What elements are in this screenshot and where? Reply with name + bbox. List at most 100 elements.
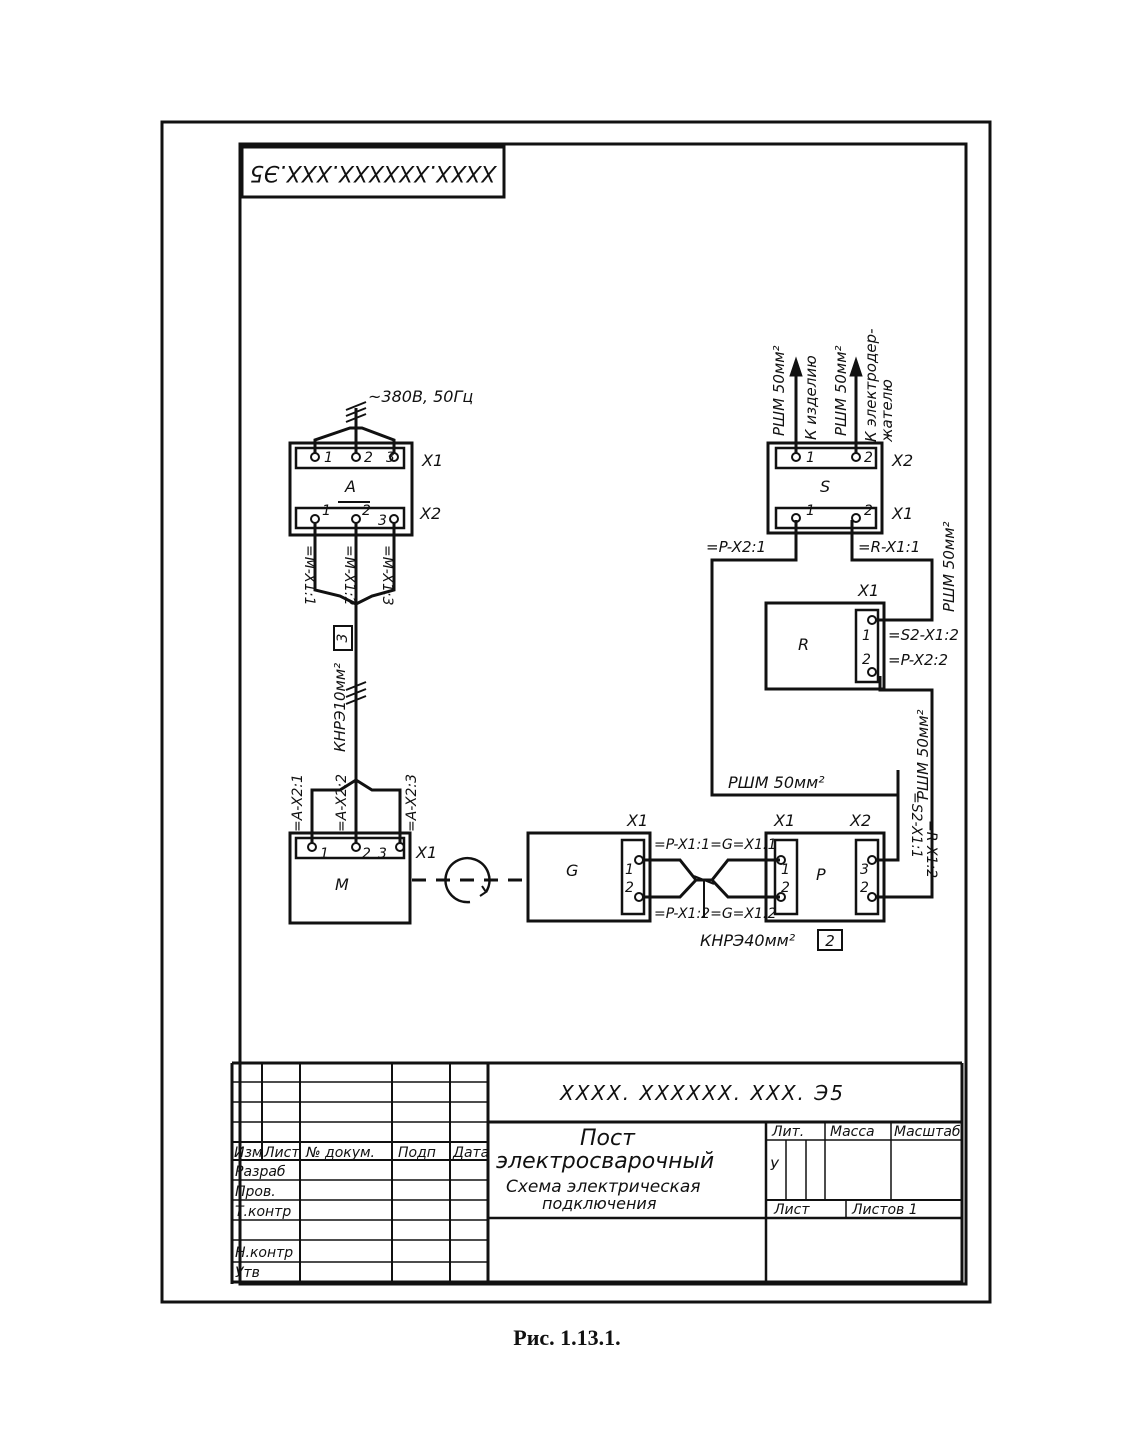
cable-g-p <box>643 858 780 918</box>
block-a-x1-label: X1 <box>421 451 443 470</box>
title-row-utv: Утв <box>235 1265 260 1281</box>
wire-label-r-x1-2: =R-X1:2 <box>923 820 939 878</box>
wire-label-g-p-1: =P-X1:1=G=X1:1 <box>654 837 777 853</box>
title-lit: Лит. <box>771 1124 804 1140</box>
title-lit-value: У <box>770 1158 780 1174</box>
cable-gp-ref-box <box>817 929 843 951</box>
title-massa: Масса <box>830 1124 875 1140</box>
block-g-pin-2: 2 <box>625 880 634 896</box>
title-row-tkontr: Т.контр <box>235 1204 291 1220</box>
block-m-x1-label: X1 <box>415 843 437 862</box>
block-g-x1-label: X1 <box>626 811 648 830</box>
title-col-izm: Изм <box>234 1145 263 1161</box>
title-row-prov: Пров. <box>235 1184 276 1200</box>
block-s-x2-label: X2 <box>891 451 913 470</box>
block-m <box>288 831 412 925</box>
wire-label-a-x2-1: =A-X2:1 <box>290 774 306 832</box>
cable-am-ref: 3 <box>335 634 351 643</box>
output-el-cable: РШМ 50мм² <box>832 345 850 436</box>
cable-am-ref-box <box>333 625 353 651</box>
wires-s-r <box>710 520 934 797</box>
wire-label-m-x1-3: =M-X1:3 <box>379 545 395 605</box>
block-a-x2-label: X2 <box>419 504 441 523</box>
block-p-x1-label: X1 <box>773 811 795 830</box>
wire-label-s2-x1-2: =S2-X1:2 <box>888 626 959 644</box>
title-block-grid <box>230 1061 964 1284</box>
top-stamp-code: XXXX.XXXXXX.XXX.Э5 <box>250 160 497 185</box>
block-a-name: A <box>344 477 356 496</box>
block-s-pin-bottom-2: 2 <box>864 503 873 519</box>
wire-label-p-x2-2: =P-X2:2 <box>888 651 948 669</box>
output-izd-dest: К изделию <box>802 355 820 440</box>
block-r-pin-1: 1 <box>862 628 871 644</box>
title-name-line1: Пост <box>580 1126 636 1151</box>
cable-rshm-right-mid: РШМ 50мм² <box>914 709 932 800</box>
title-col-docnum: № докум. <box>305 1145 375 1161</box>
power-input-wires <box>313 401 396 453</box>
wire-label-m-x1-2: =M-X1:2 <box>341 545 357 606</box>
wire-label-r-x1-1: =R-X1:1 <box>858 538 920 556</box>
wire-label-g-p-2: =P-X1:2=G=X1:2 <box>654 906 777 922</box>
block-a-pin-bottom-1: 1 <box>322 503 331 519</box>
title-col-list: Лист <box>263 1145 300 1161</box>
title-doc-code: XXXX. XXXXXX. XXX. Э5 <box>559 1081 845 1105</box>
block-g-name: G <box>566 861 578 880</box>
wire-label-a-x2-3: =A-X2:3 <box>404 774 420 832</box>
block-m-name: M <box>335 875 349 894</box>
title-col-podp: Подп <box>398 1145 436 1161</box>
output-el-dest-1: К электродер- <box>862 329 880 443</box>
block-r-x1-label: X1 <box>857 581 879 600</box>
title-type-line1: Схема электрическая <box>506 1177 700 1197</box>
block-p-x1-pin-2: 2 <box>781 880 790 896</box>
s-output-arrows <box>789 356 863 453</box>
title-type-line2: подключения <box>542 1194 657 1213</box>
cable-a-m <box>310 523 402 843</box>
inner-frame <box>238 142 968 1286</box>
block-p-x2-label: X2 <box>849 811 871 830</box>
block-s-pin-top-1: 1 <box>806 450 815 466</box>
mechanical-coupling <box>412 856 528 904</box>
block-a-pin-bottom-2: 2 <box>362 503 371 519</box>
block-p-x1-pin-1: 1 <box>781 862 790 878</box>
title-row-razrab: Разраб <box>235 1164 286 1180</box>
wire-label-s2-x1-1: =S2-X1:1 <box>908 792 924 858</box>
cable-rshm-right-top: РШМ 50мм² <box>940 521 958 612</box>
block-a-pin-top-1: 1 <box>324 450 333 466</box>
wire-label-m-x1-1: =M-X1:1 <box>301 545 317 605</box>
power-label: ~380В, 50Гц <box>368 387 473 406</box>
block-s-pin-bottom-1: 1 <box>806 503 815 519</box>
title-row-nkontr: Н.контр <box>235 1245 293 1261</box>
block-a-pin-top-3: 3 <box>386 450 395 466</box>
block-s <box>766 441 884 535</box>
block-s-pin-top-2: 2 <box>864 450 873 466</box>
cable-gp-label: КНРЭ40мм² <box>700 931 796 950</box>
title-sheet: Лист <box>773 1202 810 1218</box>
cable-rshm-loop: РШМ 50мм² <box>728 773 825 792</box>
outer-frame <box>160 120 992 1304</box>
title-name-line2: электросварочный <box>496 1149 714 1174</box>
block-m-pin-2: 2 <box>362 846 371 862</box>
wires-p-right <box>876 676 934 899</box>
block-g-pin-1: 1 <box>625 862 634 878</box>
wire-label-a-x2-2: =A-X2:2 <box>334 774 350 832</box>
title-col-data: Дата <box>452 1145 489 1161</box>
block-a-pin-top-2: 2 <box>364 450 373 466</box>
block-r <box>764 601 886 691</box>
block-p-x2-pin-3: 3 <box>860 862 869 878</box>
block-s-x1-label: X1 <box>891 504 913 523</box>
figure-caption: Рис. 1.13.1. <box>513 1325 621 1350</box>
block-p-x2-pin-2: 2 <box>860 880 869 896</box>
block-a-pin-bottom-3: 3 <box>378 513 387 529</box>
block-r-name: R <box>798 635 809 654</box>
block-m-pin-3: 3 <box>378 846 387 862</box>
title-masshtab: Масштаб <box>894 1124 961 1140</box>
cable-gp-ref: 2 <box>825 932 835 950</box>
block-p <box>764 831 886 923</box>
output-izd-cable: РШМ 50мм² <box>770 345 788 436</box>
title-sheets: Листов 1 <box>851 1202 918 1218</box>
output-el-dest-2: жателю <box>878 379 896 443</box>
block-r-pin-2: 2 <box>862 652 871 668</box>
top-stamp-box <box>240 145 506 199</box>
block-s-name: S <box>820 477 830 496</box>
